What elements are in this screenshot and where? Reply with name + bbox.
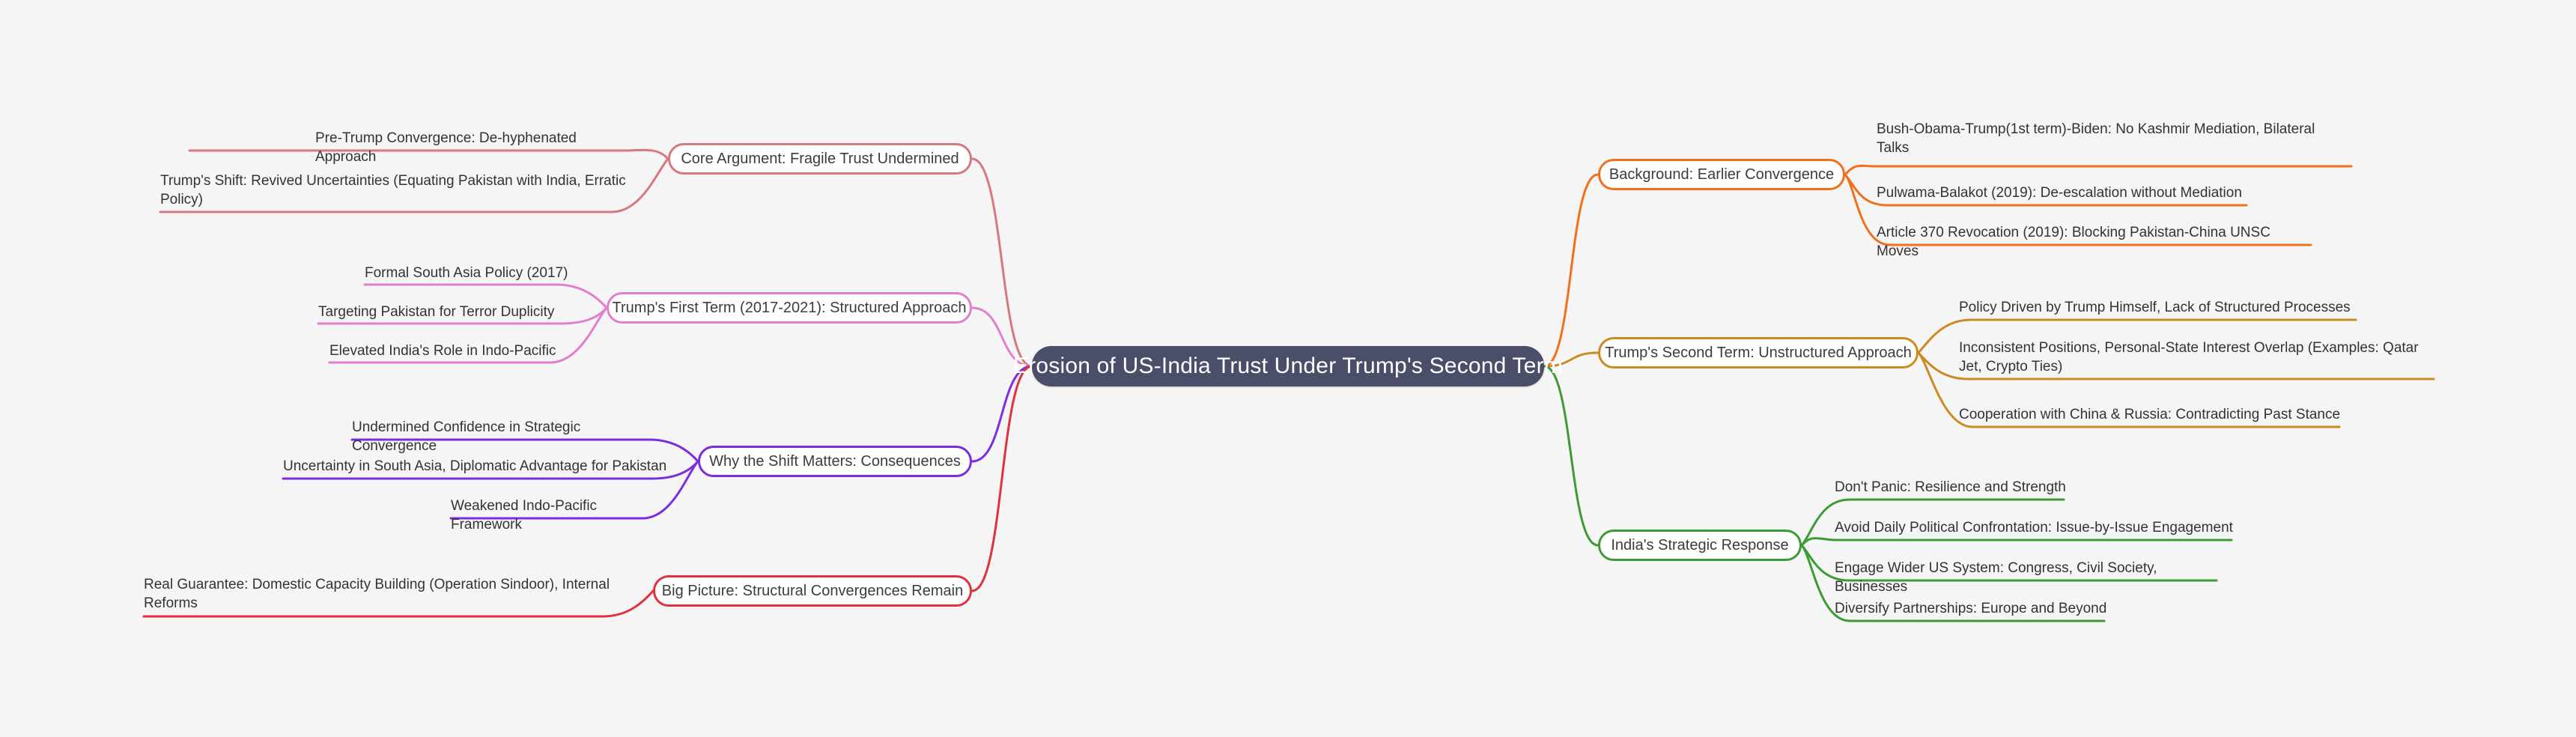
leaf-node-elevated-india-s-role-in-indo-pacific[interactable]: Elevated India's Role in Indo-Pacific xyxy=(329,343,556,359)
connector xyxy=(1543,173,1600,368)
branch-node-background[interactable]: Background: Earlier Convergence xyxy=(1598,159,1845,190)
leaf-node-inconsistent-positions-personal-state-interest[interactable]: Inconsistent Positions, Personal-State I… xyxy=(1959,340,2419,374)
leaf-node-avoid-daily-political-confrontation-issue-by-i[interactable]: Avoid Daily Political Confrontation: Iss… xyxy=(1835,520,2233,536)
connector xyxy=(970,365,1033,463)
leaf-node-cooperation-with-china-russia-contradicting-pa[interactable]: Cooperation with China & Russia: Contrad… xyxy=(1959,407,2341,422)
leaf-node-don-t-panic-resilience-and-strength[interactable]: Don't Panic: Resilience and Strength xyxy=(1835,479,2066,495)
leaf-node-targeting-pakistan-for-terror-duplicity[interactable]: Targeting Pakistan for Terror Duplicity xyxy=(318,304,555,320)
root-node[interactable]: Erosion of US-India Trust Under Trump's … xyxy=(1013,346,1563,386)
leaf-node-formal-south-asia-policy-2017[interactable]: Formal South Asia Policy (2017) xyxy=(365,265,568,281)
leaf-node-trump-s-shift-revived-uncertainties-equating-p[interactable]: Trump's Shift: Revived Uncertainties (Eq… xyxy=(160,173,626,207)
leaf-node-pulwama-balakot-2019-de-escalation-without-med[interactable]: Pulwama-Balakot (2019): De-escalation wi… xyxy=(1877,185,2242,201)
branch-node-core-argument[interactable]: Core Argument: Fragile Trust Undermined xyxy=(668,143,972,175)
leaf-node-undermined-confidence-in-strategic-convergence[interactable]: Undermined Confidence in Strategic Conve… xyxy=(352,419,581,454)
leaf-node-pre-trump-convergence-de-hyphenated-approach[interactable]: Pre-Trump Convergence: De-hyphenated App… xyxy=(315,130,577,165)
connector xyxy=(1844,164,2353,176)
leaf-node-engage-wider-us-system-congress-civil-society-[interactable]: Engage Wider US System: Congress, Civil … xyxy=(1835,560,2157,595)
connector xyxy=(970,157,1033,368)
connector xyxy=(970,365,1033,592)
leaf-node-diversify-partnerships-europe-and-beyond[interactable]: Diversify Partnerships: Europe and Beyon… xyxy=(1835,601,2107,616)
leaf-node-article-370-revocation-2019-blocking-pakistan-[interactable]: Article 370 Revocation (2019): Blocking … xyxy=(1877,225,2270,259)
leaf-node-uncertainty-in-south-asia-diplomatic-advantage[interactable]: Uncertainty in South Asia, Diplomatic Ad… xyxy=(283,458,667,474)
branch-node-india-response[interactable]: India's Strategic Response xyxy=(1598,530,1802,561)
leaf-node-real-guarantee-domestic-capacity-building-oper[interactable]: Real Guarantee: Domestic Capacity Buildi… xyxy=(144,577,610,611)
branch-node-second-term[interactable]: Trump's Second Term: Unstructured Approa… xyxy=(1598,337,1919,368)
branch-node-first-term[interactable]: Trump's First Term (2017-2021): Structur… xyxy=(607,292,972,324)
leaf-node-policy-driven-by-trump-himself-lack-of-structu[interactable]: Policy Driven by Trump Himself, Lack of … xyxy=(1959,300,2351,315)
leaf-node-weakened-indo-pacific-framework[interactable]: Weakened Indo-Pacific Framework xyxy=(451,498,598,533)
leaf-node-bush-obama-trump-1st-term-biden-no-kashmir-med[interactable]: Bush-Obama-Trump(1st term)-Biden: No Kas… xyxy=(1877,121,2315,156)
connector xyxy=(1543,365,1600,547)
branch-node-why-shift-matters[interactable]: Why the Shift Matters: Consequences xyxy=(698,446,972,477)
branch-node-big-picture[interactable]: Big Picture: Structural Convergences Rem… xyxy=(653,575,972,607)
